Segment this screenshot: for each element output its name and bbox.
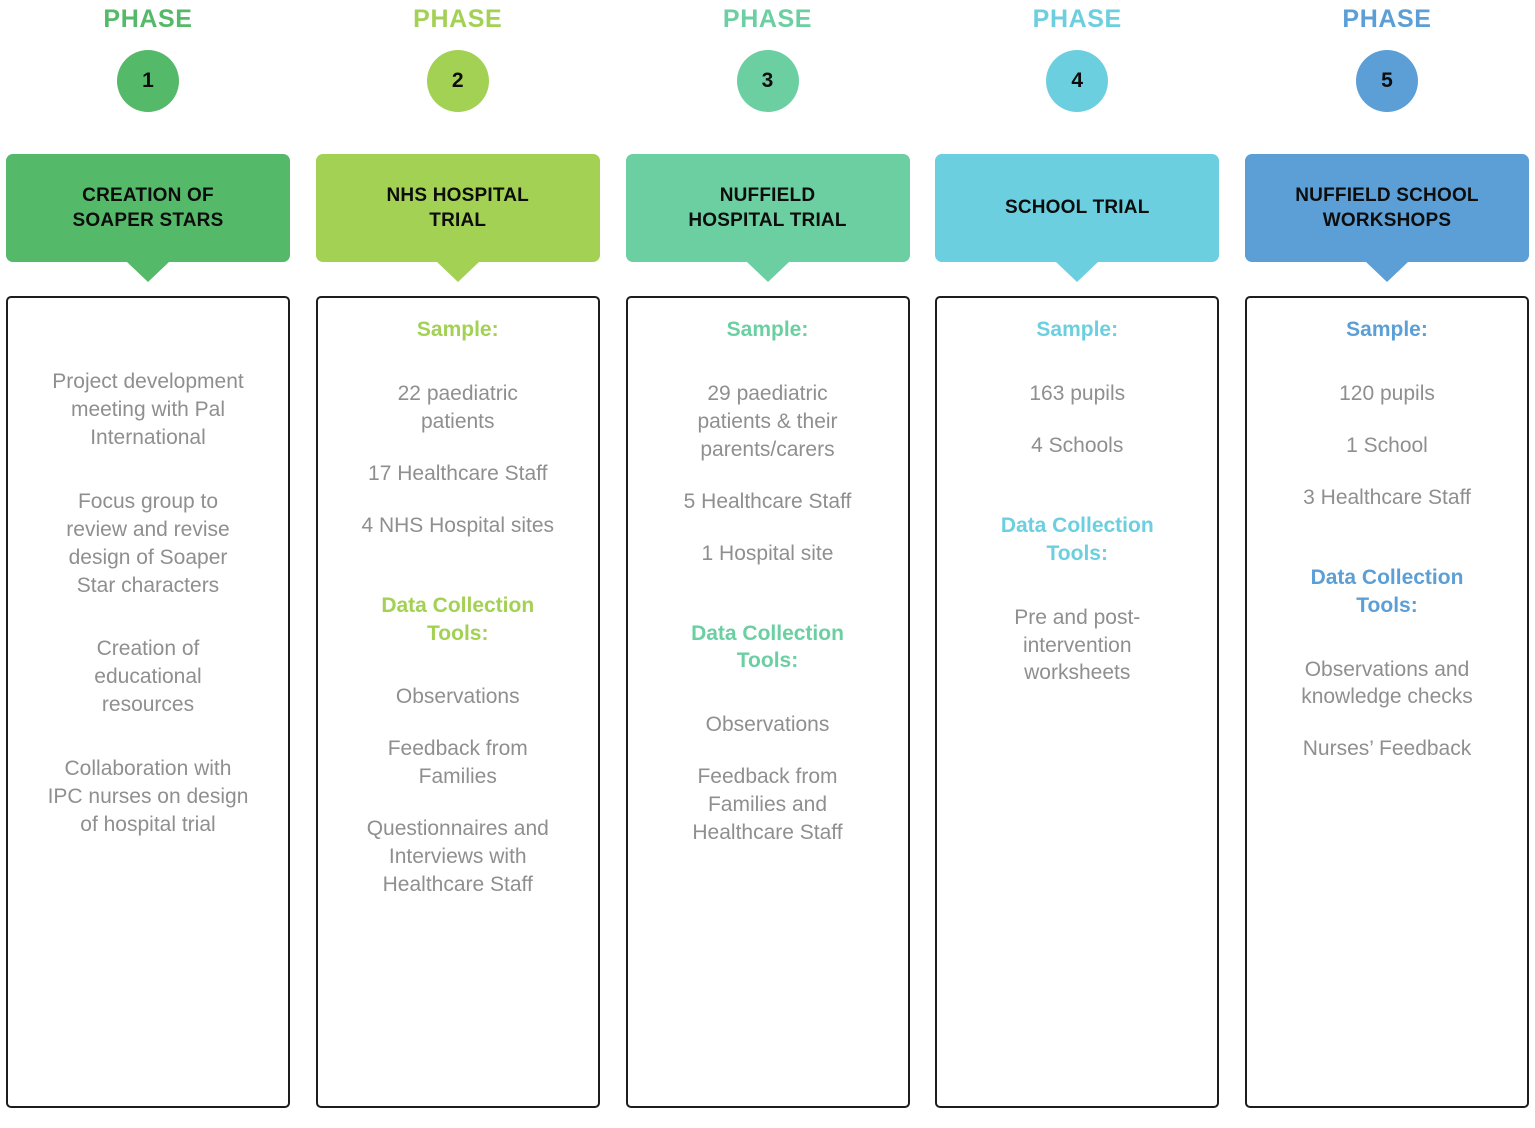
banner-down-arrow-icon bbox=[746, 262, 789, 282]
phase-banner-title: CREATION OF SOAPER STARS bbox=[72, 184, 224, 231]
phase-detail-card-1: Project development meeting with Pal Int… bbox=[6, 296, 290, 1108]
tool-item: Questionnaires and Interviews with Healt… bbox=[366, 817, 549, 897]
activity-item: Collaboration with IPC nurses on design … bbox=[47, 757, 249, 837]
sample-heading: Sample: bbox=[1036, 318, 1119, 341]
data-collection-tools-heading: Data Collection Tools: bbox=[1000, 513, 1154, 565]
banner-down-arrow-icon bbox=[1366, 262, 1408, 282]
phase-banner-title: SCHOOL TRIAL bbox=[1004, 197, 1150, 219]
phase-banner-wrapper-4: SCHOOL TRIAL bbox=[935, 154, 1220, 282]
activity-item: Focus group to review and revise design … bbox=[66, 489, 230, 597]
tool-item: Observations and knowledge checks bbox=[1301, 657, 1473, 709]
tool-item: Nurses’ Feedback bbox=[1302, 737, 1472, 761]
sample-item: 163 pupils bbox=[1029, 381, 1126, 405]
phase-word-label: PHASE bbox=[413, 5, 503, 33]
phase-banner-2[interactable]: NHS HOSPITAL TRIAL bbox=[315, 154, 600, 262]
phase-detail-card-3: Sample: 29 paediatric patients & their pa… bbox=[625, 296, 910, 1108]
phase-word-label: PHASE bbox=[722, 5, 813, 33]
phase-banner-3[interactable]: NUFFIELD HOSPITAL TRIAL bbox=[625, 154, 910, 262]
phase-banner-wrapper-2: NHS HOSPITAL TRIAL bbox=[315, 154, 600, 282]
phase-banner-title: NHS HOSPITAL TRIAL bbox=[386, 184, 529, 231]
sample-item: 17 Healthcare Staff bbox=[368, 461, 548, 485]
phase-number-badge-4: 4 bbox=[1046, 50, 1109, 112]
sample-heading: Sample: bbox=[726, 318, 809, 341]
data-collection-tools-heading: Data Collection Tools: bbox=[381, 593, 535, 645]
phase-number-badge-1: 1 bbox=[117, 50, 179, 112]
phase-banner-4[interactable]: SCHOOL TRIAL bbox=[935, 154, 1220, 262]
phase-banner-wrapper-5: NUFFIELD SCHOOL WORKSHOPS bbox=[1245, 154, 1529, 282]
tool-item: Pre and post- intervention worksheets bbox=[1014, 605, 1141, 685]
tool-item: Feedback from Families and Healthcare St… bbox=[692, 765, 843, 845]
phase-banner-title: NUFFIELD HOSPITAL TRIAL bbox=[688, 184, 847, 231]
data-collection-tools-heading: Data Collection Tools: bbox=[1310, 565, 1464, 617]
activity-item: Project development meeting with Pal Int… bbox=[52, 370, 244, 449]
banner-down-arrow-icon bbox=[1056, 262, 1099, 282]
phase-word-label: PHASE bbox=[1032, 5, 1122, 33]
activity-item: Creation of educational resources bbox=[94, 637, 202, 717]
phase-word-label: PHASE bbox=[1342, 5, 1432, 33]
phase-number-badge-5: 5 bbox=[1356, 50, 1418, 112]
phase-banner-5[interactable]: NUFFIELD SCHOOL WORKSHOPS bbox=[1245, 154, 1529, 262]
sample-item: 29 paediatric patients & their parents/c… bbox=[697, 381, 838, 461]
sample-item: 120 pupils bbox=[1339, 381, 1435, 405]
phase-banner-wrapper-1: CREATION OF SOAPER STARS bbox=[6, 154, 290, 282]
tool-item: Observations bbox=[395, 685, 520, 709]
phase-banner-title: NUFFIELD SCHOOL WORKSHOPS bbox=[1295, 184, 1479, 231]
phase-banner-1[interactable]: CREATION OF SOAPER STARS bbox=[6, 154, 290, 262]
sample-heading: Sample: bbox=[1346, 318, 1428, 341]
phase-number-badge-2: 2 bbox=[426, 50, 489, 112]
sample-item: 4 Schools bbox=[1031, 433, 1124, 457]
phase-banner-wrapper-3: NUFFIELD HOSPITAL TRIAL bbox=[625, 154, 910, 282]
sample-item: 1 Hospital site bbox=[701, 541, 834, 565]
sample-item: 4 NHS Hospital sites bbox=[361, 513, 555, 537]
phase-word-label: PHASE bbox=[103, 5, 193, 33]
tool-item: Observations bbox=[705, 713, 830, 737]
phase-number-badge-3: 3 bbox=[736, 50, 799, 112]
tool-item: Feedback from Families bbox=[387, 737, 528, 789]
data-collection-tools-heading: Data Collection Tools: bbox=[691, 621, 844, 673]
phase-detail-card-5: Sample: 120 pupils 1 School 3 Healthcare St… bbox=[1245, 296, 1529, 1108]
sample-item: 5 Healthcare Staff bbox=[683, 489, 852, 513]
sample-heading: Sample: bbox=[416, 318, 499, 341]
sample-item: 22 paediatric patients bbox=[397, 381, 518, 433]
phase-detail-card-2: Sample: 22 paediatric patients 17 Healthca… bbox=[315, 296, 600, 1108]
sample-item: 1 School bbox=[1346, 433, 1428, 457]
banner-down-arrow-icon bbox=[436, 262, 479, 282]
sample-item: 3 Healthcare Staff bbox=[1303, 485, 1471, 509]
banner-down-arrow-icon bbox=[127, 262, 169, 282]
